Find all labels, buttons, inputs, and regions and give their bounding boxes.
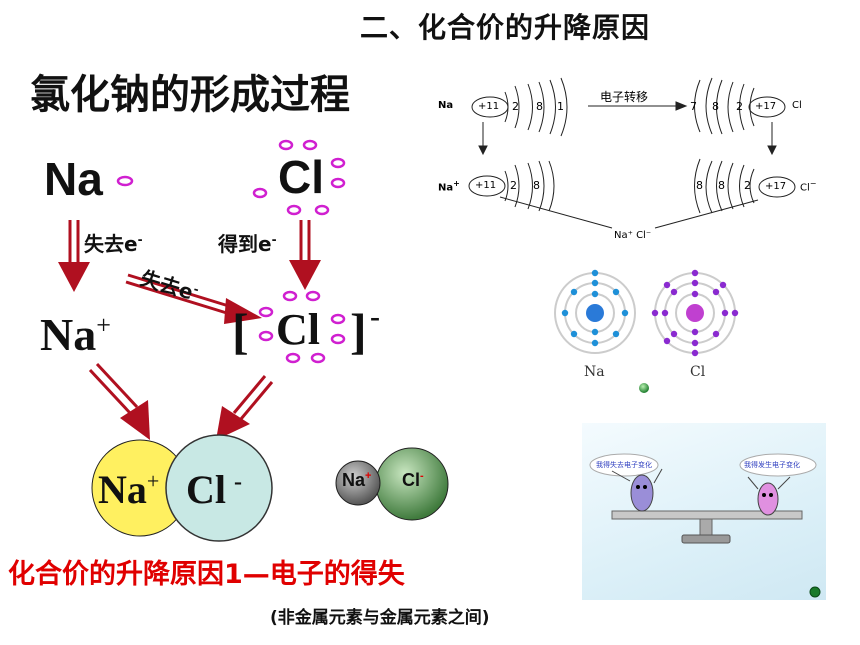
small-na-sphere [335,460,381,506]
bohr-model-na [554,269,636,354]
gain-electron-label: 得到e- [218,232,277,256]
seesaw-illustration: 我得失去电子变化 我得发生电子变化 [582,423,826,600]
down-arrow-na [58,220,90,292]
td-cl-ion-nucleus: +17 [765,181,787,192]
td-cl-shell-1: 7 [690,100,697,113]
red-statement: 化合价的升降原因1—电子的得失 [8,559,405,590]
cl-ion-label: Cl [276,305,320,354]
td-cl-ion-symbol: Cl− [800,179,817,194]
cl-ion-circle [165,434,273,542]
compound-na-label: Na+ [98,467,160,512]
td-arrow-label: 电子转移 [600,90,649,104]
td-cl-ion-shell-2: 8 [718,179,725,192]
td-na-symbol: Na [438,100,454,111]
td-na-ion-symbol: Na+ [438,179,460,194]
td-na-ion-shell-1: 2 [510,179,517,192]
td-cl-ion-shell-1: 8 [696,179,703,192]
down-arrow-cl [289,220,321,290]
note-text: (非金属元素与金属元素之间) [270,608,490,628]
lose-electron-label: 失去e- [84,232,143,256]
td-na-ion-shell-2: 8 [533,179,540,192]
cl-ion-charge: - [370,300,380,333]
bohr-cl-label: Cl [690,364,706,380]
nav-dot-icon[interactable] [808,585,822,599]
cl-ion-electron-dots [258,290,346,364]
td-product: Na⁺ Cl⁻ [614,230,652,241]
td-cl-ion-shell-3: 2 [744,179,751,192]
diag-arrow-na [88,362,150,440]
na-atom-label: Na [44,153,103,205]
cl-ion-bracket-close: ] [350,303,367,359]
td-cl-shell-2: 8 [712,100,719,113]
cl-electron-dots [252,139,346,216]
td-na-nucleus: +11 [478,101,500,112]
electron-transfer-diagram [468,77,796,229]
seesaw-graphic [589,453,817,544]
td-na-shell-2: 8 [536,100,543,113]
transfer-arrow [125,273,262,324]
td-na-shell-1: 2 [512,100,519,113]
cl-ion-bracket-open: [ [232,303,249,359]
td-cl-nucleus: +17 [755,101,777,112]
bohr-na-label: Na [584,364,605,380]
section-title: 氯化钠的形成过程 [30,72,350,118]
small-cl-label: Cl- [402,470,424,490]
left-cloud-text: 我得失去电子变化 [596,461,652,469]
td-cl-symbol: Cl [792,100,802,111]
page-title: 二、化合价的升降原因 [360,11,651,44]
bohr-model-cl [651,269,739,357]
nav-dot-icon[interactable] [639,383,649,393]
diag-arrow-cl [216,375,274,440]
right-cloud-text: 我得发生电子变化 [744,461,800,469]
td-na-shell-3: 1 [557,100,564,113]
small-na-label: Na+ [342,470,372,490]
cl-atom-label: Cl [278,151,324,203]
electron-dot [116,175,134,187]
td-na-ion-nucleus: +11 [475,180,497,191]
na-ion-label: Na+ [40,309,111,360]
td-cl-shell-3: 2 [736,100,743,113]
compound-cl-label: Cl- [186,467,242,512]
